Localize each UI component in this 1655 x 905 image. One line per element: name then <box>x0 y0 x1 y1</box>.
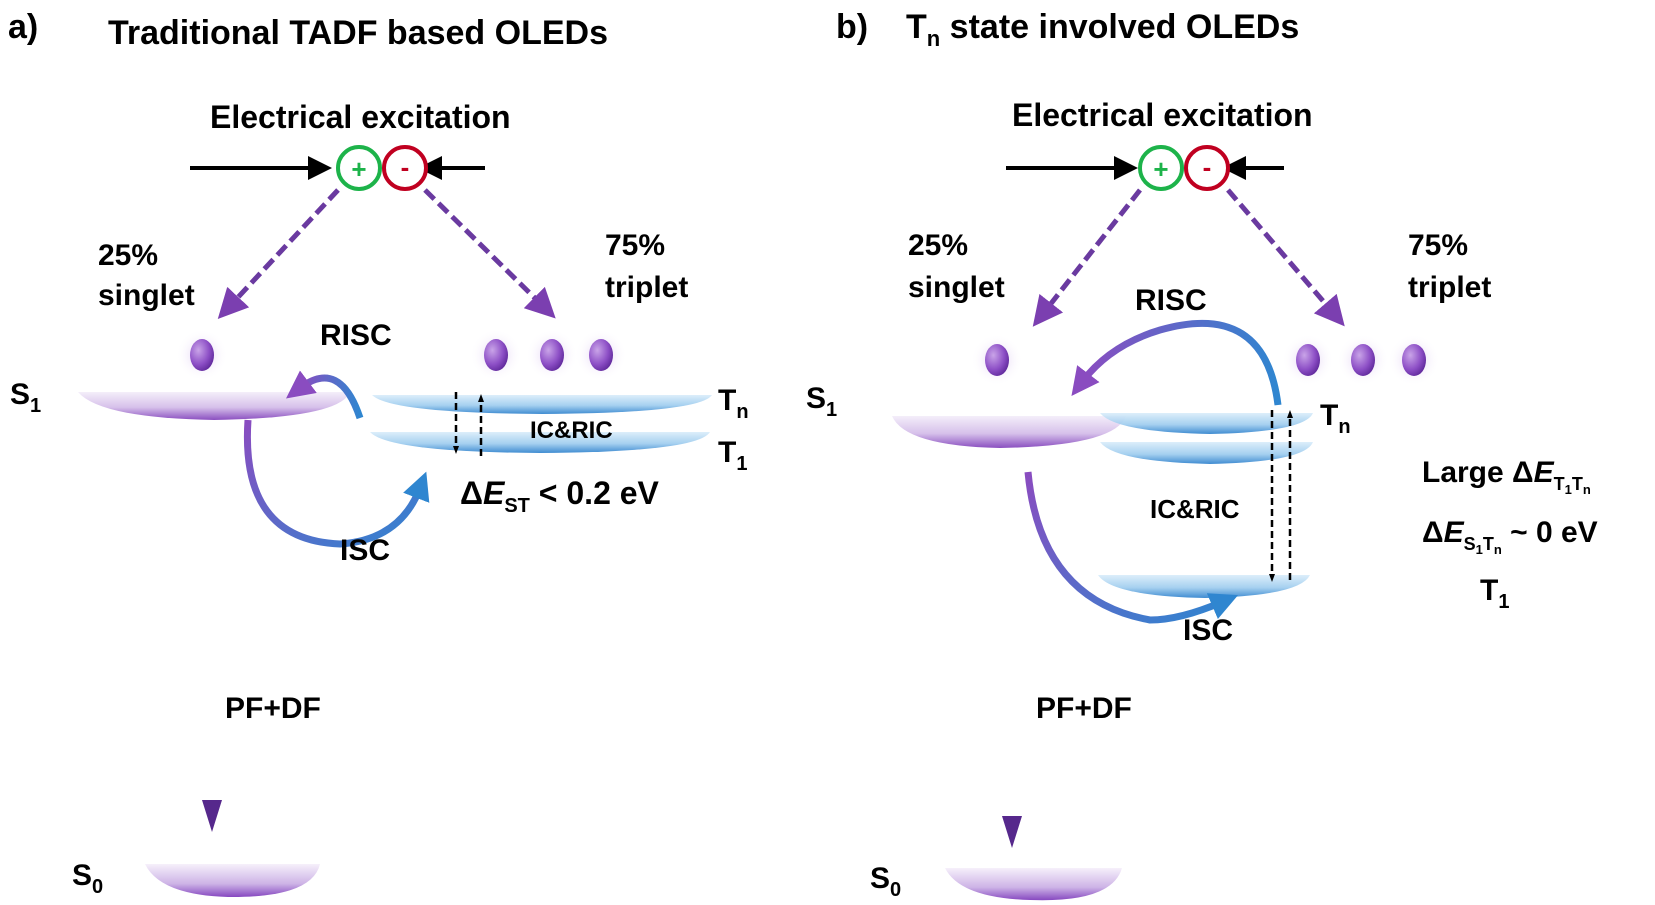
ic-ric-label: IC&RIC <box>530 417 613 444</box>
tn-label: Tn <box>1320 399 1351 438</box>
emission-arrowhead <box>202 800 222 832</box>
electron-symbol: - <box>401 152 410 182</box>
singlet-percent: 25% <box>908 229 968 262</box>
panel-a-excitation-label: Electrical excitation <box>210 99 511 135</box>
triplet-label: triplet <box>605 271 688 304</box>
large-delta-e-label: Large ΔET1Tn <box>1422 456 1591 497</box>
panel-b-label: b) <box>836 8 868 46</box>
hole-symbol: + <box>1153 154 1168 184</box>
panel-a-title: Traditional TADF based OLEDs <box>108 14 608 52</box>
singlet-formation-arrow <box>217 188 340 319</box>
electron-symbol: - <box>1203 152 1212 182</box>
emission-arrowhead <box>1002 816 1022 848</box>
s1-level <box>892 416 1126 448</box>
risc-label: RISC <box>320 319 392 352</box>
singlet-exciton <box>971 334 1023 386</box>
s0-level <box>945 868 1122 901</box>
isc-arrow <box>243 419 430 548</box>
t1-label: T1 <box>1480 574 1509 613</box>
risc-label: RISC <box>1135 284 1207 317</box>
isc-label: ISC <box>1183 614 1233 647</box>
s1-label: S1 <box>10 378 41 417</box>
singlet-label: singlet <box>908 271 1005 304</box>
s1-level <box>78 392 350 420</box>
tn-label: Tn <box>718 384 749 423</box>
triplet-percent: 75% <box>605 229 665 262</box>
singlet-percent: 25% <box>98 239 158 272</box>
ic-ric-label: IC&RIC <box>1150 494 1240 524</box>
risc-arrow <box>1071 319 1282 406</box>
delta-est-label: ΔEST < 0.2 eV <box>460 475 660 517</box>
hole-circle <box>1138 145 1184 191</box>
panel-b: b) Tn state involved OLEDs Electrical ex… <box>806 8 1598 901</box>
triplet-percent: 75% <box>1408 229 1468 262</box>
singlet-formation-arrow <box>1032 188 1142 327</box>
s0-label: S0 <box>72 859 103 898</box>
emission-label: PF+DF <box>225 692 321 725</box>
panel-a-label: a) <box>8 8 38 46</box>
triplet-formation-arrow <box>423 188 556 319</box>
tn-level <box>1100 413 1313 434</box>
s0-label: S0 <box>870 862 901 901</box>
emission-label: PF+DF <box>1036 692 1132 725</box>
triplet-excitons <box>470 329 627 381</box>
t1-level <box>1098 575 1310 598</box>
singlet-exciton <box>176 329 228 381</box>
electron-circle <box>1184 145 1230 191</box>
triplet-label: triplet <box>1408 271 1491 304</box>
panel-b-excitation-label: Electrical excitation <box>1012 97 1313 133</box>
small-delta-e-label: ΔES1Tn ~ 0 eV <box>1422 516 1598 557</box>
isc-label: ISC <box>340 534 390 567</box>
s1-label: S1 <box>806 382 837 421</box>
triplet-formation-arrow <box>1226 188 1345 327</box>
tn-level <box>372 395 712 414</box>
isc-arrow <box>1024 471 1239 624</box>
panel-a: a) Traditional TADF based OLEDs Electric… <box>8 8 749 898</box>
hole-circle <box>336 145 382 191</box>
t1-label: T1 <box>718 436 747 475</box>
electron-circle <box>382 145 428 191</box>
s0-level <box>145 864 320 898</box>
hole-symbol: + <box>351 154 366 184</box>
singlet-label: singlet <box>98 279 195 312</box>
risc-arrow <box>285 370 364 420</box>
tn-lower-level <box>1100 442 1313 464</box>
panel-b-title: Tn state involved OLEDs <box>906 8 1299 51</box>
triplet-excitons <box>1282 334 1440 386</box>
